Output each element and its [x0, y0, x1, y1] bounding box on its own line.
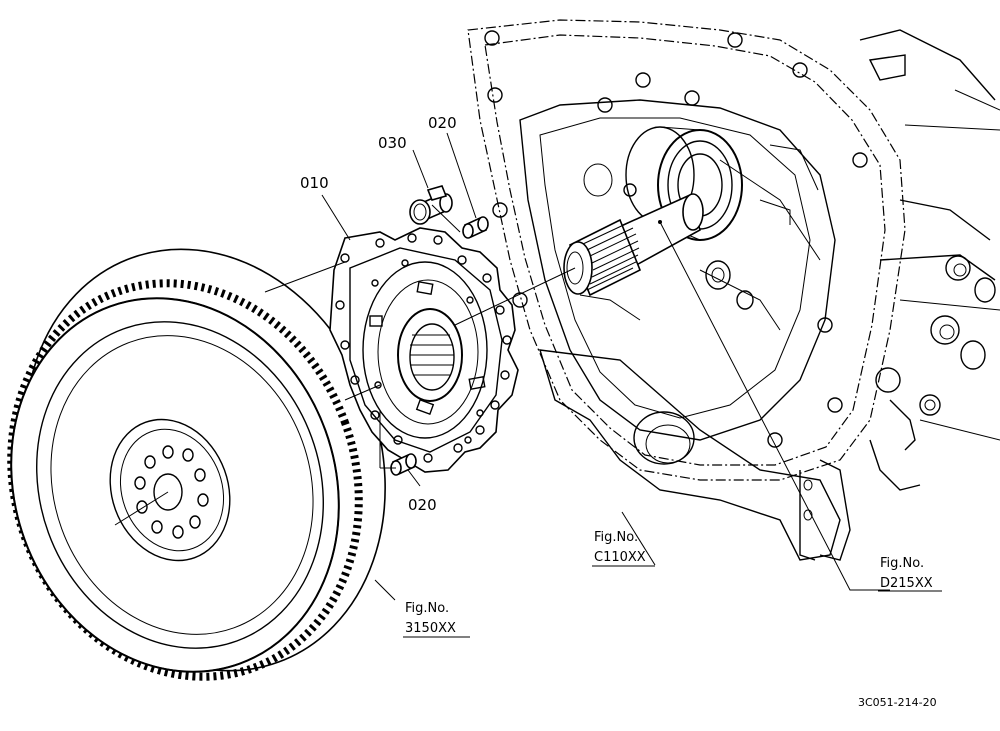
ref-housing-line1: Fig.No. — [594, 530, 638, 545]
label-pin-top: 020 — [428, 114, 457, 132]
leader-lines — [321, 132, 890, 601]
label-disc: 010 — [300, 174, 329, 192]
transmission-housing — [467, 19, 1000, 561]
ref-shaft-line2: D215XX — [880, 576, 933, 591]
dowel-pin-bottom — [390, 453, 417, 476]
input-shaft — [563, 126, 743, 297]
bolt — [409, 185, 453, 225]
clutch-disc — [329, 227, 519, 473]
assembly-lines — [264, 204, 576, 469]
label-bolt: 030 — [378, 134, 407, 152]
ref-housing-line2: C110XX — [594, 550, 646, 565]
ref-shaft-line1: Fig.No. — [880, 556, 924, 571]
flywheel — [7, 248, 386, 681]
dowel-pin-top — [462, 216, 489, 239]
ref-flywheel-line2: 3150XX — [405, 621, 456, 636]
drawing-code: 3C051-214-20 — [858, 696, 937, 709]
label-pin-bottom: 020 — [408, 496, 437, 514]
ref-flywheel-line1: Fig.No. — [405, 601, 449, 616]
